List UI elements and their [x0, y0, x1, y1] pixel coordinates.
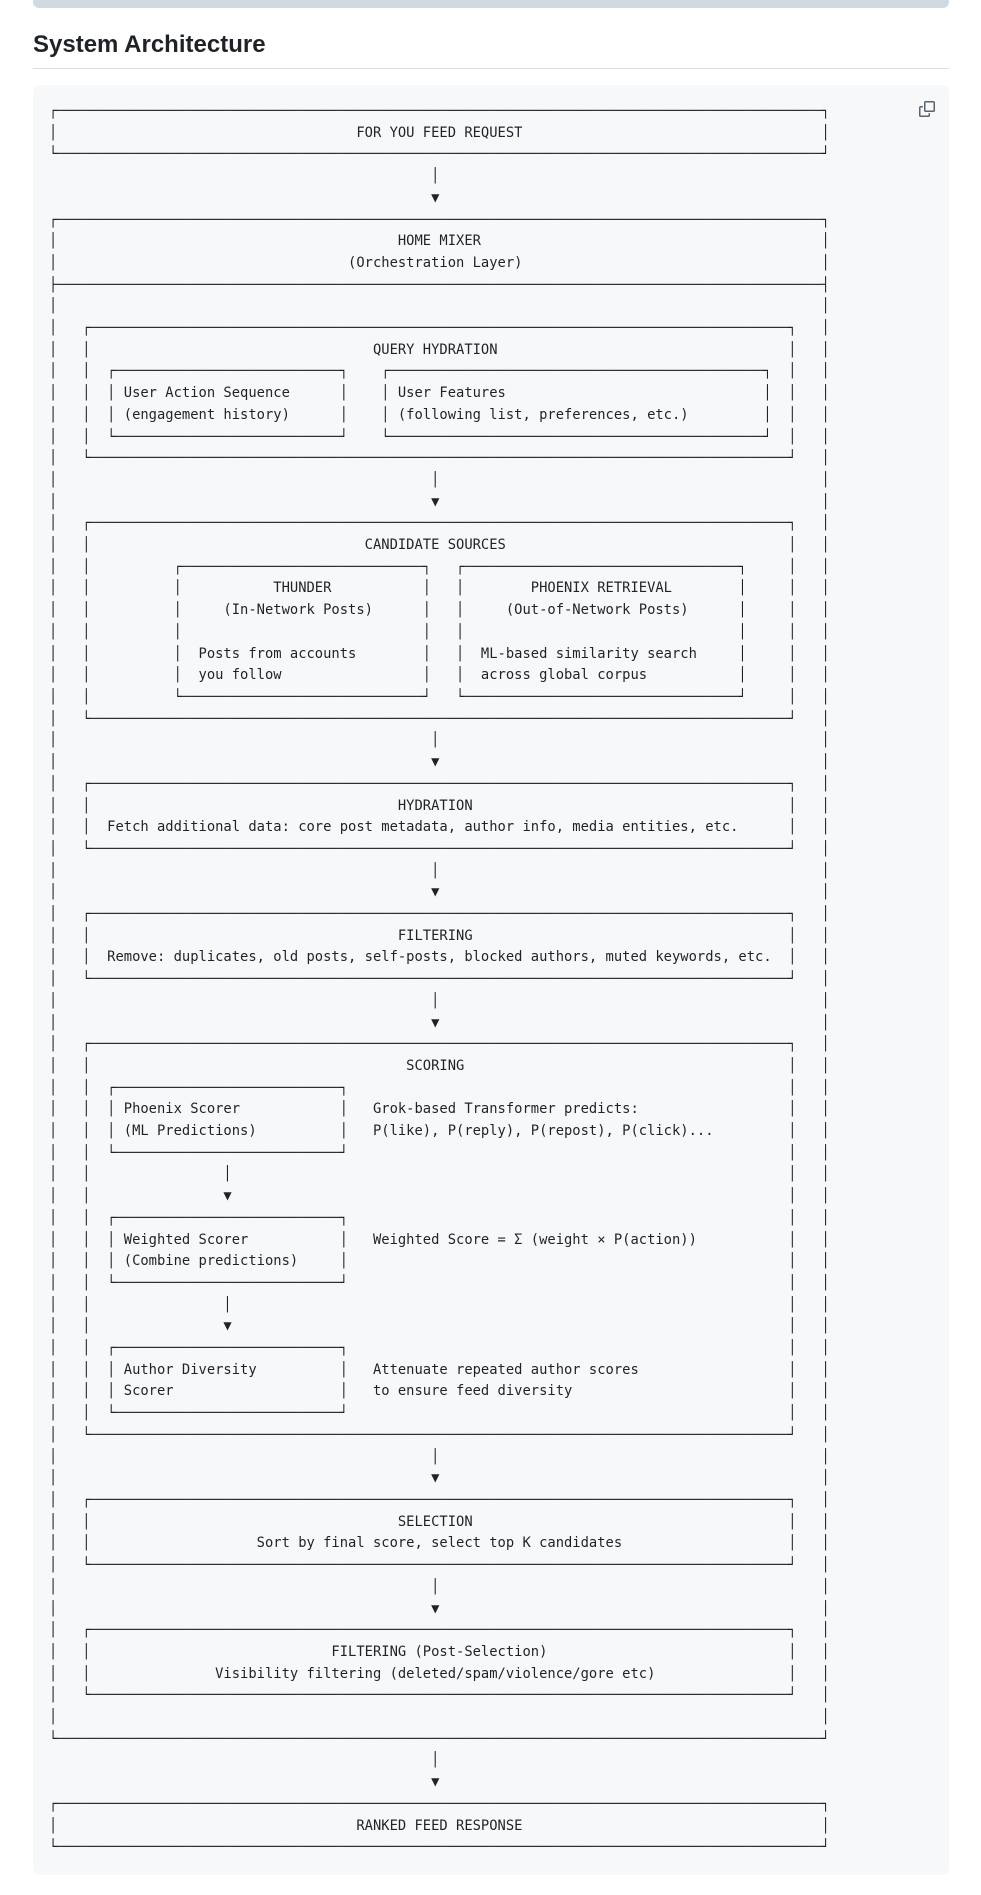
page-title: System Architecture: [33, 30, 949, 69]
clipped-element-edge: [33, 0, 949, 8]
copy-icon: [919, 101, 935, 117]
ascii-architecture-diagram[interactable]: ┌───────────────────────────────────────…: [49, 103, 830, 1856]
code-block: ┌───────────────────────────────────────…: [33, 85, 949, 1875]
copy-button[interactable]: [916, 98, 938, 120]
